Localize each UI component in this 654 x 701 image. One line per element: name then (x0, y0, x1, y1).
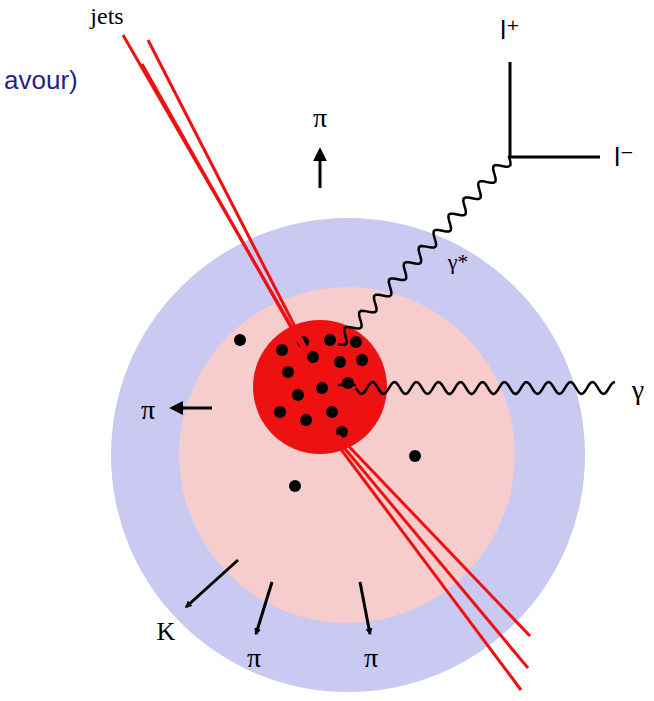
cut-off-text: avour) (4, 67, 78, 93)
photon-label: γ (632, 376, 644, 404)
jet-lines (123, 35, 530, 690)
pion-label: π (313, 104, 327, 132)
virtual-photon-label: γ* (448, 251, 469, 273)
dilepton-lines (510, 62, 600, 157)
kaon-label: K (157, 619, 176, 645)
hadron-gas-region (111, 218, 585, 692)
jets-label: jets (90, 4, 123, 28)
photon-lines (338, 156, 615, 394)
pion-label: π (141, 396, 155, 424)
pion-label: π (247, 644, 261, 672)
lepton-label: l⁻ (614, 144, 634, 170)
parton-dots (234, 334, 421, 492)
hadron-arrows (172, 150, 370, 634)
pion-label: π (364, 644, 378, 672)
lepton-label: l⁺ (500, 17, 520, 43)
